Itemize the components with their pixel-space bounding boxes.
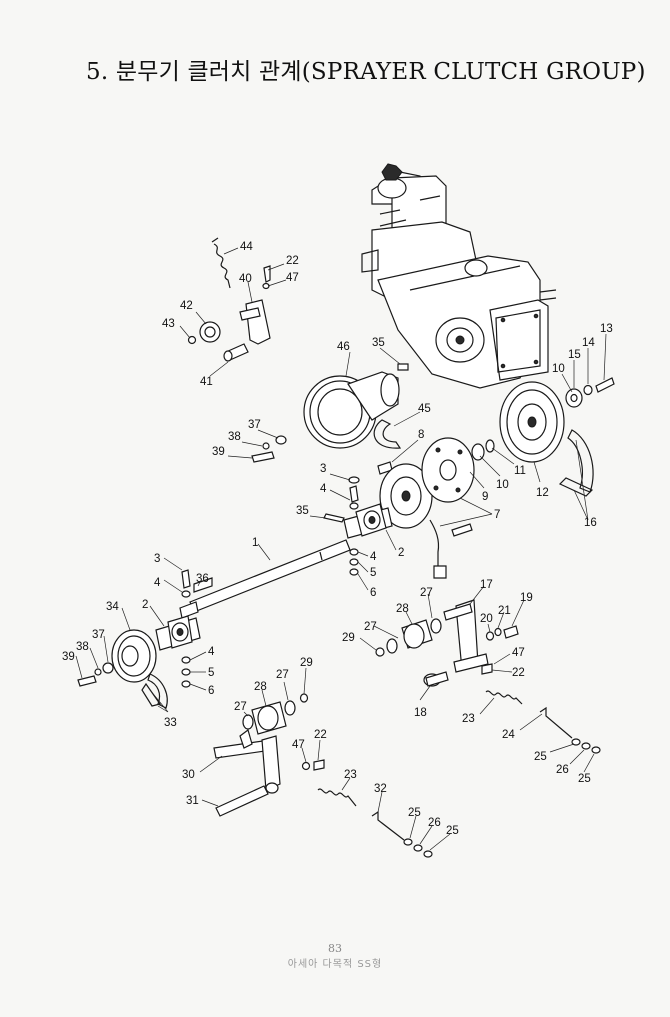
part-callouts: 44 22 47 40 42 43 41 46 35 13 14 15 10 4… [62, 241, 613, 837]
callout: 4 [154, 577, 161, 589]
callout: 23 [344, 769, 357, 781]
upper-bearing-block [323, 476, 393, 576]
callout: 2 [398, 547, 404, 559]
callout: 29 [342, 632, 355, 644]
callout: 18 [414, 707, 427, 719]
callout: 32 [374, 783, 387, 795]
callout: 44 [240, 241, 253, 253]
callout: 29 [300, 657, 313, 669]
callout: 5 [370, 567, 376, 579]
callout: 24 [502, 729, 515, 741]
upper-lever-group [187, 237, 271, 362]
callout: 3 [154, 553, 160, 565]
model-name: 아세아 다목적 SS형 [287, 959, 383, 970]
clutch-plate-assembly [377, 437, 495, 579]
callout: 27 [364, 621, 377, 633]
pulley-12-assembly [499, 377, 615, 497]
callout: 14 [582, 337, 595, 349]
callout: 22 [286, 255, 299, 267]
callout: 25 [408, 807, 421, 819]
pulley-46-assembly [251, 363, 409, 463]
lower-spring-rod [317, 788, 433, 858]
callout: 16 [584, 517, 597, 529]
callout: 31 [186, 795, 199, 807]
callout: 39 [62, 651, 75, 663]
callout: 2 [142, 599, 148, 611]
callout: 33 [164, 717, 177, 729]
callout: 12 [536, 487, 549, 499]
callout: 9 [482, 491, 488, 503]
sprayer-pump-assembly [361, 163, 557, 389]
page-number: 83 [328, 942, 342, 955]
callout: 6 [370, 587, 376, 599]
callout: 35 [296, 505, 309, 517]
callout: 27 [420, 587, 433, 599]
pulley-34-assembly [77, 629, 168, 709]
callout: 4 [370, 551, 377, 563]
callout: 42 [180, 300, 193, 312]
callout: 28 [254, 681, 267, 693]
callout: 11 [514, 465, 526, 477]
callout: 3 [320, 463, 326, 475]
callout: 13 [600, 323, 613, 335]
callout: 38 [228, 431, 241, 443]
callout: 22 [512, 667, 525, 679]
callout: 1 [252, 537, 258, 549]
callout: 25 [578, 773, 591, 785]
callout: 36 [196, 573, 209, 585]
callout: 22 [314, 729, 327, 741]
callout: 47 [286, 272, 299, 284]
callout: 6 [208, 685, 214, 697]
callout: 47 [512, 647, 525, 659]
callout: 17 [480, 579, 493, 591]
callout: 8 [418, 429, 424, 441]
callout: 45 [418, 403, 431, 415]
callout: 25 [534, 751, 547, 763]
callout: 30 [182, 769, 195, 781]
callout: 20 [480, 613, 493, 625]
callout: 38 [76, 641, 89, 653]
callout: 27 [234, 701, 247, 713]
callout: 5 [208, 667, 214, 679]
callout: 43 [162, 318, 175, 330]
callout: 10 [496, 479, 509, 491]
callout: 19 [520, 592, 533, 604]
right-lever-assembly [375, 599, 519, 687]
page-title: 5. 분무기 클러치 관계(SPRAYER CLUTCH GROUP) [86, 59, 646, 85]
callout: 35 [372, 337, 385, 349]
callout: 23 [462, 713, 475, 725]
callout: 37 [92, 629, 105, 641]
lower-lever-assembly [213, 693, 325, 817]
callout: 4 [320, 483, 327, 495]
leader-lines [75, 247, 607, 851]
callout: 10 [552, 363, 565, 375]
callout: 21 [498, 605, 511, 617]
callout: 15 [568, 349, 581, 361]
callout: 34 [106, 601, 119, 613]
callout: 7 [494, 509, 500, 521]
callout: 46 [337, 341, 350, 353]
callout: 28 [396, 603, 409, 615]
callout: 47 [292, 739, 305, 751]
callout: 4 [208, 646, 215, 658]
callout: 26 [556, 764, 569, 776]
callout: 26 [428, 817, 441, 829]
right-spring-rod [485, 690, 601, 754]
callout: 41 [200, 376, 213, 388]
callout: 37 [248, 419, 261, 431]
callout: 27 [276, 669, 289, 681]
main-shaft [179, 539, 351, 619]
lower-bearing-block [155, 569, 213, 688]
callout: 25 [446, 825, 459, 837]
callout: 40 [239, 273, 252, 285]
callout: 39 [212, 446, 225, 458]
